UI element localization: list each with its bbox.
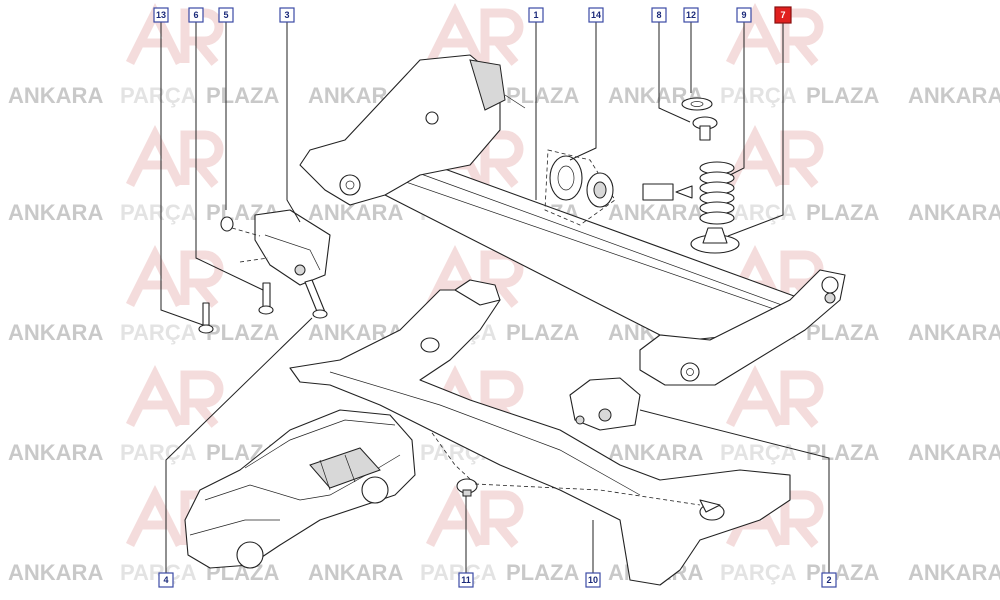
watermark-logos	[125, 2, 824, 548]
callout-label: 10	[588, 575, 598, 585]
watermark-word: PLAZA	[206, 320, 279, 345]
plug-11	[429, 429, 701, 506]
watermark-word: ANKARA	[308, 560, 403, 585]
watermark-word: PARÇA	[120, 440, 197, 465]
watermark-word: PLAZA	[506, 560, 579, 585]
callout-4[interactable]: 4	[158, 572, 174, 588]
callout-label: 4	[163, 575, 168, 585]
callout-label: 2	[826, 575, 831, 585]
watermark-word: PARÇA	[120, 200, 197, 225]
callout-9[interactable]: 9	[736, 7, 752, 23]
watermark-word: PARÇA	[720, 83, 797, 108]
bolt-4	[304, 279, 326, 315]
coil-spring	[699, 161, 735, 225]
callout-11[interactable]: 11	[458, 572, 474, 588]
callout-7-active[interactable]: 7	[774, 6, 792, 24]
watermark-word: ANKARA	[308, 200, 403, 225]
callout-6[interactable]: 6	[188, 7, 204, 23]
watermark-word: PARÇA	[120, 83, 197, 108]
callout-label: 12	[686, 10, 696, 20]
callout-label: 6	[193, 10, 198, 20]
watermark-word: PARÇA	[120, 320, 197, 345]
watermark-word: PARÇA	[120, 560, 197, 585]
watermark-word: PARÇA	[420, 560, 497, 585]
callout-label: 14	[591, 10, 601, 20]
watermark-word: PLAZA	[806, 440, 879, 465]
rear-axle-beam	[299, 54, 846, 386]
nut-5	[220, 216, 234, 232]
callout-label: 9	[741, 10, 746, 20]
watermark-word: ANKARA	[608, 440, 703, 465]
watermark-word: ANKARA	[908, 320, 1000, 345]
callout-2[interactable]: 2	[821, 572, 837, 588]
callout-1[interactable]: 1	[528, 7, 544, 23]
bolt-13	[202, 302, 210, 326]
watermark-word: PARÇA	[720, 560, 797, 585]
spring-cup-washer	[681, 97, 713, 111]
bolt-6	[262, 282, 271, 308]
watermark-word: ANKARA	[8, 320, 103, 345]
underbody-shield	[289, 279, 791, 586]
watermark-word: ANKARA	[8, 83, 103, 108]
watermark-word: ANKARA	[908, 440, 1000, 465]
callout-label: 7	[780, 10, 785, 20]
watermark-word: PLAZA	[806, 83, 879, 108]
right-pivot-bushing	[680, 362, 700, 382]
vehicle-location-thumbnail	[184, 409, 416, 569]
callout-8[interactable]: 8	[651, 7, 667, 23]
callout-5[interactable]: 5	[218, 7, 234, 23]
watermark-word: PLAZA	[506, 83, 579, 108]
left-mounting-bracket	[220, 209, 331, 286]
watermark-word: ANKARA	[908, 560, 1000, 585]
watermark-word: PLAZA	[806, 320, 879, 345]
watermark-text: ANKARA PARÇA PLAZA ANKARA PARÇA PLAZA AN…	[8, 83, 1000, 585]
spring-seat	[690, 227, 740, 254]
leader-lines	[160, 22, 830, 573]
callout-label: 1	[533, 10, 538, 20]
watermark-word: ANKARA	[908, 200, 1000, 225]
spring-assembly	[681, 97, 740, 254]
left-pivot-bushing	[339, 174, 361, 196]
callout-12[interactable]: 12	[683, 7, 699, 23]
watermark-word: ANKARA	[608, 200, 703, 225]
axle-bushings	[544, 149, 693, 226]
callout-label: 5	[223, 10, 228, 20]
callout-label: 3	[284, 10, 289, 20]
watermark-word: PLAZA	[206, 83, 279, 108]
watermark-word: PLAZA	[806, 200, 879, 225]
callout-3[interactable]: 3	[279, 7, 295, 23]
callout-13[interactable]: 13	[153, 7, 169, 23]
bolts	[198, 279, 328, 334]
watermark-word: ANKARA	[8, 440, 103, 465]
watermark-word: ANKARA	[8, 200, 103, 225]
callout-14[interactable]: 14	[588, 7, 604, 23]
watermark-word: PLAZA	[506, 320, 579, 345]
callout-label: 8	[656, 10, 661, 20]
watermark-word: ANKARA	[908, 83, 1000, 108]
callout-10[interactable]: 10	[585, 572, 601, 588]
watermark-word: PLAZA	[806, 560, 879, 585]
right-mounting-bracket	[569, 377, 641, 431]
watermark-word: PARÇA	[720, 440, 797, 465]
callout-label: 11	[461, 575, 471, 585]
callout-label: 13	[156, 10, 166, 20]
watermark-word: ANKARA	[8, 560, 103, 585]
